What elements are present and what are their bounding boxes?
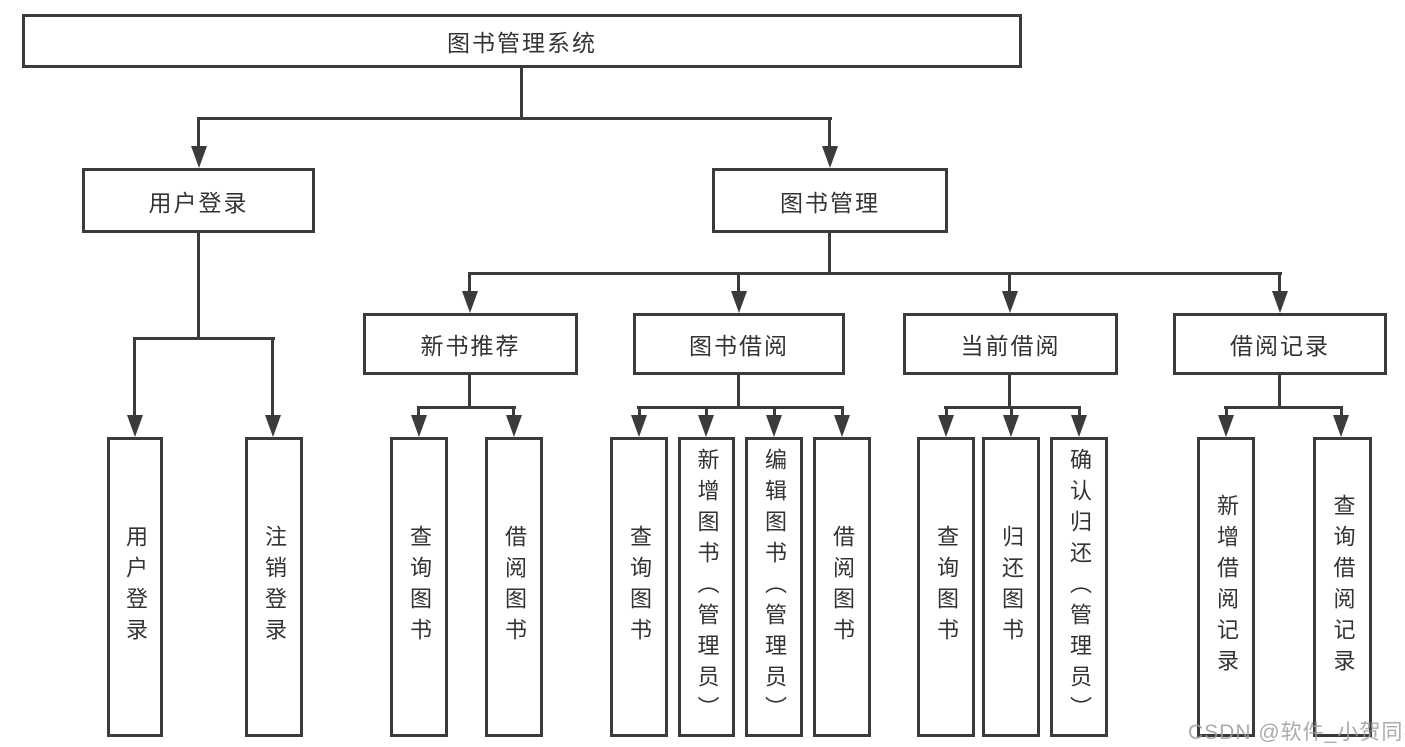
connector-line [468,272,1282,275]
leaf-query-books-borrowing: 查询图书 [610,437,668,737]
arrow-down-icon [1071,415,1087,437]
connector-line [828,233,831,275]
arrow-down-icon [731,291,747,313]
connector-line [637,406,843,409]
connector-line [417,406,420,423]
connector-line [1278,272,1281,296]
connector-line [773,406,776,423]
connector-line [1225,406,1228,423]
connector-line [1078,406,1081,423]
arrow-down-icon [698,415,714,437]
arrow-down-icon [1272,291,1288,313]
connector-line [945,406,948,423]
node-new-book-recommend: 新书推荐 [363,313,578,375]
arrow-down-icon [506,415,522,437]
node-book-borrowing: 图书借阅 [633,313,845,375]
leaf-query-books-current: 查询图书 [917,437,975,737]
arrow-down-icon [127,415,143,437]
node-borrowing-records: 借阅记录 [1173,313,1387,375]
connector-line [133,337,136,420]
leaf-add-borrow-record: 新增借阅记录 [1197,437,1255,737]
arrow-down-icon [631,415,647,437]
leaf-add-books-admin: 新增图书（管理员） [678,437,735,737]
node-user-login: 用户登录 [82,168,315,233]
arrow-down-icon [938,415,954,437]
connector-line [417,406,516,409]
connector-line [1008,375,1011,409]
leaf-user-login: 用户登录 [107,437,163,737]
node-book-management: 图书管理 [712,168,948,233]
arrow-down-icon [822,146,838,168]
arrow-down-icon [1333,415,1349,437]
connector-line [1008,272,1011,296]
connector-line [1010,406,1013,423]
arrow-down-icon [1003,415,1019,437]
arrow-down-icon [766,415,782,437]
connector-line [468,272,471,296]
connector-line [468,375,471,409]
connector-line [197,233,200,339]
leaf-query-books-recommend: 查询图书 [390,437,448,737]
connector-line [134,337,275,340]
connector-line [197,117,200,151]
arrow-down-icon [265,415,281,437]
leaf-borrow-books-recommend: 借阅图书 [485,437,543,737]
leaf-logout: 注销登录 [245,437,303,737]
arrow-down-icon [191,146,207,168]
connector-line [737,375,740,409]
connector-line [271,337,274,420]
connector-line [638,406,641,423]
connector-line [1224,406,1343,409]
leaf-borrow-books-borrowing: 借阅图书 [813,437,871,737]
connector-line [705,406,708,423]
connector-line [198,117,832,120]
arrow-down-icon [834,415,850,437]
arrow-down-icon [1218,415,1234,437]
connector-line [512,406,515,423]
connector-line [737,272,740,296]
leaf-confirm-return-admin: 确认归还（管理员） [1050,437,1108,737]
node-current-borrowing: 当前借阅 [903,313,1118,375]
connector-line [828,117,831,151]
csdn-watermark: CSDN @软件_小贺同学 [1188,721,1405,744]
arrow-down-icon [1002,291,1018,313]
arrow-down-icon [411,415,427,437]
leaf-edit-books-admin: 编辑图书（管理员） [745,437,803,737]
leaf-return-books: 归还图书 [982,437,1040,737]
connector-line [1278,375,1281,409]
connector-line [1340,406,1343,423]
arrow-down-icon [462,291,478,313]
connector-line [520,66,523,119]
connector-line [841,406,844,423]
leaf-query-borrow-record: 查询借阅记录 [1313,437,1372,737]
node-library-management-system: 图书管理系统 [22,14,1022,68]
